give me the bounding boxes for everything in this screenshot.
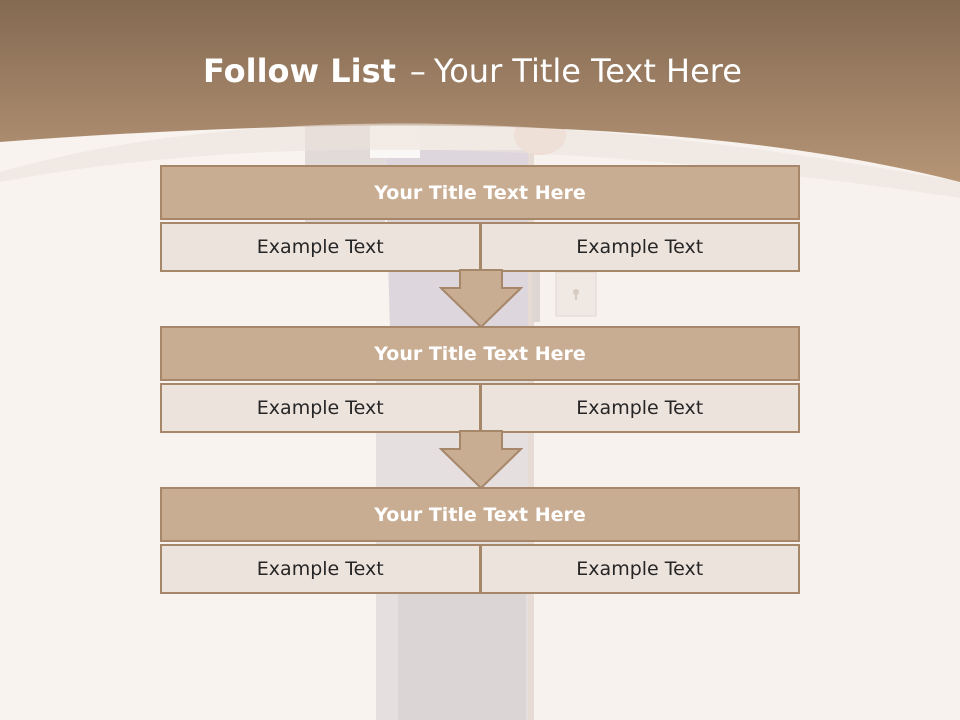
block-row: Example Text Example Text xyxy=(160,383,800,433)
block-row: Example Text Example Text xyxy=(160,544,800,594)
block-cell-left: Example Text xyxy=(160,544,481,594)
title-rest: Your Title Text Here xyxy=(433,52,742,90)
list-block-1: Your Title Text Here Example Text Exampl… xyxy=(160,165,800,272)
block-cell-left: Example Text xyxy=(160,222,481,272)
block-cell-left: Example Text xyxy=(160,383,481,433)
down-arrow-icon xyxy=(439,430,523,490)
list-block-2: Your Title Text Here Example Text Exampl… xyxy=(160,326,800,433)
title-bold: Follow List xyxy=(203,52,396,90)
title-dash: – xyxy=(409,52,426,90)
down-arrow-icon xyxy=(439,269,523,329)
block-title: Your Title Text Here xyxy=(160,487,800,542)
block-cell-right: Example Text xyxy=(480,544,800,594)
block-title: Your Title Text Here xyxy=(160,165,800,220)
list-block-3: Your Title Text Here Example Text Exampl… xyxy=(160,487,800,594)
header-band xyxy=(0,0,960,182)
block-title: Your Title Text Here xyxy=(160,326,800,381)
block-row: Example Text Example Text xyxy=(160,222,800,272)
header-light-curve xyxy=(0,123,960,198)
slide-title: Follow List–Your Title Text Here xyxy=(0,52,945,90)
block-cell-right: Example Text xyxy=(480,383,800,433)
block-cell-right: Example Text xyxy=(480,222,800,272)
